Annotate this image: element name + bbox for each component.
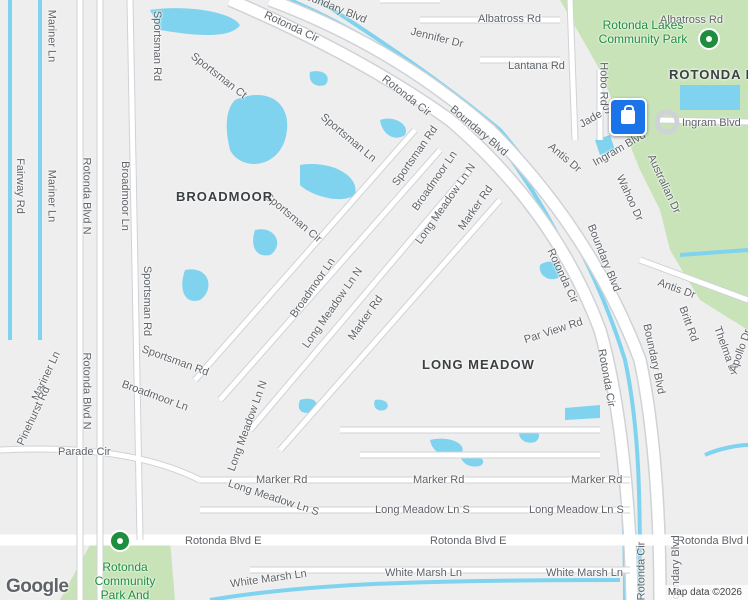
area-label-rotonda-lakes: ROTONDA L xyxy=(669,67,748,82)
street-label: Marker Rd xyxy=(256,474,308,486)
area-label-broadmoor: BROADMOOR xyxy=(176,189,274,204)
street-label: Sportsman Rd xyxy=(141,265,154,337)
street-label: Rotonda Blvd E xyxy=(677,535,748,547)
street-label: Mariner Ln xyxy=(45,9,58,63)
street-label: Marker Rd xyxy=(413,474,465,486)
street-label: Rotonda Blvd E xyxy=(430,535,507,547)
area-label-long-meadow: LONG MEADOW xyxy=(422,357,535,372)
street-label: Rotonda Blvd N xyxy=(80,157,93,235)
google-logo: Google xyxy=(6,576,69,597)
park-pin-icon[interactable] xyxy=(698,28,720,50)
street-label: Lantana Rd xyxy=(508,60,565,72)
street-label: Broadmoor Ln xyxy=(118,161,131,231)
park-pin-icon[interactable] xyxy=(109,530,131,552)
street-label: Rotonda Blvd N xyxy=(80,352,93,430)
shopping-bag-icon xyxy=(621,105,635,124)
street-label: Mariner Ln xyxy=(45,169,58,223)
street-label: Marker Rd xyxy=(571,474,623,486)
street-label: Albatross Rd xyxy=(478,13,541,25)
map-attribution[interactable]: Map data ©2026 xyxy=(661,585,748,600)
street-label: Fairway Rd xyxy=(13,158,26,214)
street-label: Long Meadow Ln S xyxy=(529,504,624,516)
park-name: Rotonda Lakes Community Park xyxy=(598,18,688,46)
street-label: Hobo Rd xyxy=(597,62,610,106)
street-label: Rotonda Blvd E xyxy=(185,535,262,547)
shopping-bag-marker-icon[interactable] xyxy=(609,98,647,136)
roundabout xyxy=(654,109,680,135)
street-label: Parade Cir xyxy=(58,446,111,458)
street-label: Ingram Blvd xyxy=(682,117,741,129)
street-label: White Marsh Ln xyxy=(385,567,463,579)
street-label: Albatross Rd xyxy=(660,14,723,26)
street-label: Sportsman Rd xyxy=(151,10,164,82)
park-label-rotonda-community[interactable]: Rotonda Community Park And xyxy=(90,560,160,600)
street-label: Long Meadow Ln S xyxy=(375,504,470,516)
street-label: White Marsh Ln xyxy=(546,567,624,579)
park-areas xyxy=(60,0,748,600)
street-label: Rotonda Cir xyxy=(635,541,648,600)
park-label-rotonda-lakes[interactable]: Rotonda Lakes Community Park xyxy=(588,18,698,46)
park-name: Rotonda Community Park And xyxy=(94,560,156,600)
